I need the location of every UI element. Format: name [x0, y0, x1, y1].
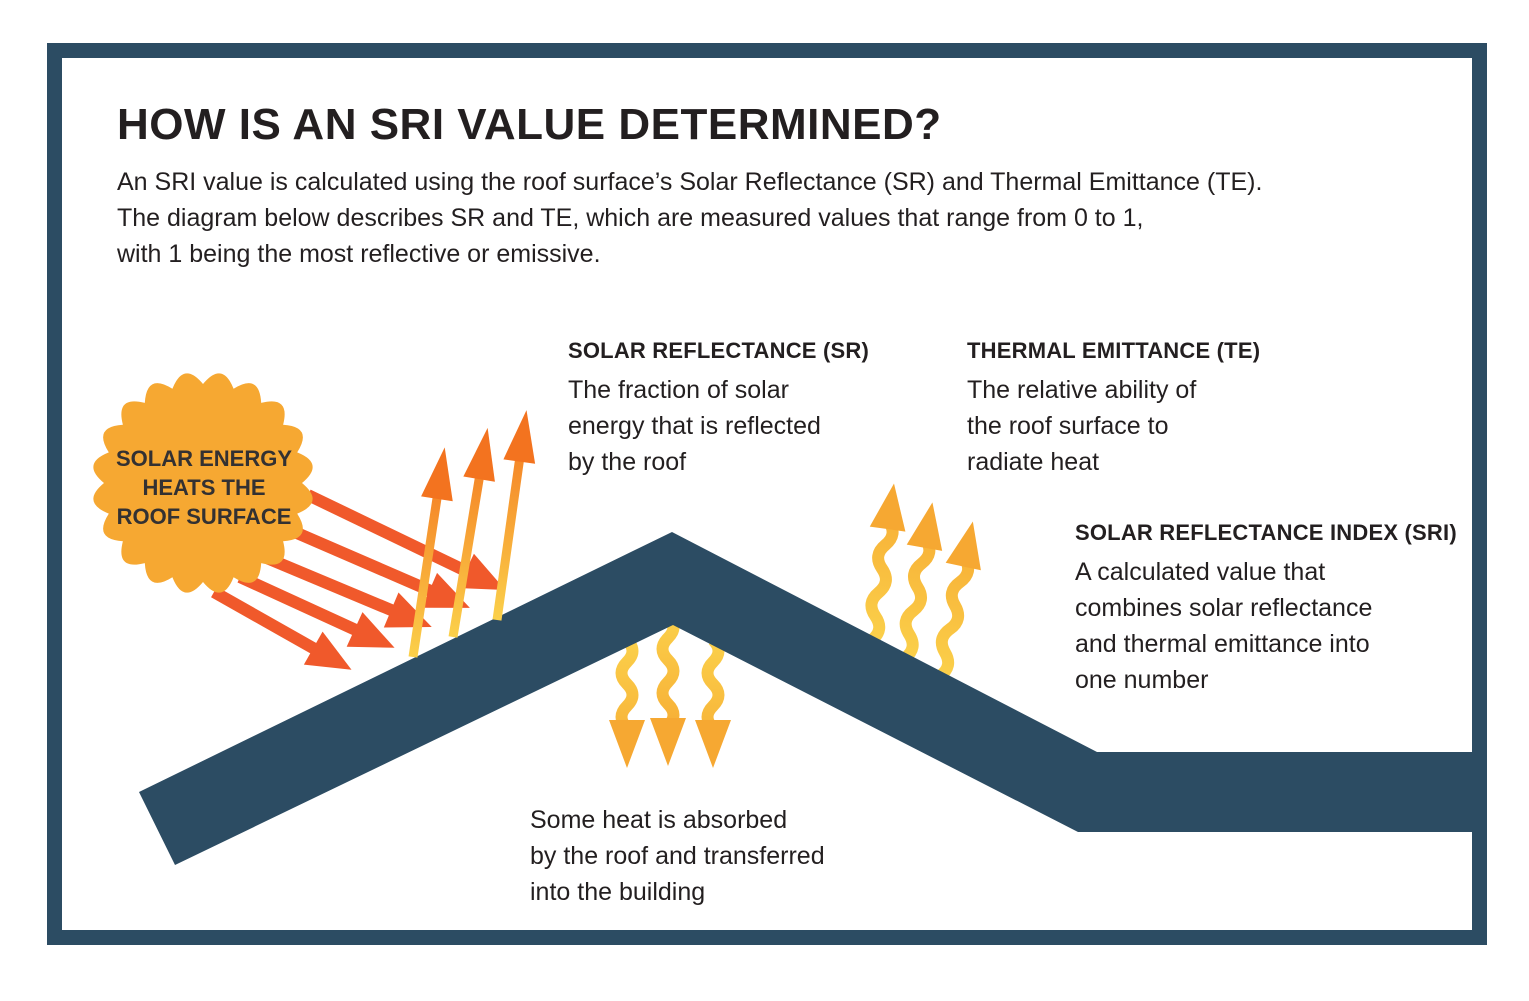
page-border-frame [47, 43, 1487, 945]
thermal-emittance-block: THERMAL EMITTANCE (TE) The relative abil… [967, 338, 1260, 480]
sun-label: SOLAR ENERGY HEATS THE ROOF SURFACE [115, 446, 293, 529]
solar-reflectance-block: SOLAR REFLECTANCE (SR) The fraction of s… [568, 338, 869, 480]
page-title: HOW IS AN SRI VALUE DETERMINED? [117, 100, 942, 149]
solar-reflectance-heading: SOLAR REFLECTANCE (SR) [568, 338, 869, 363]
intro-paragraph: An SRI value is calculated using the roo… [117, 168, 1263, 268]
thermal-emittance-heading: THERMAL EMITTANCE (TE) [967, 338, 1261, 363]
solar-reflectance-index-description: A calculated value that combines solar r… [1075, 558, 1373, 694]
absorbed-heat-block: Some heat is absorbed by the roof and tr… [530, 802, 825, 910]
solar-reflectance-index-heading: SOLAR REFLECTANCE INDEX (SRI) [1075, 520, 1457, 545]
thermal-emittance-description: The relative ability of the roof surface… [967, 376, 1197, 476]
absorbed-heat-description: Some heat is absorbed by the roof and tr… [530, 806, 825, 906]
solar-reflectance-index-block: SOLAR REFLECTANCE INDEX (SRI) A calculat… [1075, 520, 1457, 698]
solar-reflectance-description: The fraction of solar energy that is ref… [568, 376, 821, 476]
